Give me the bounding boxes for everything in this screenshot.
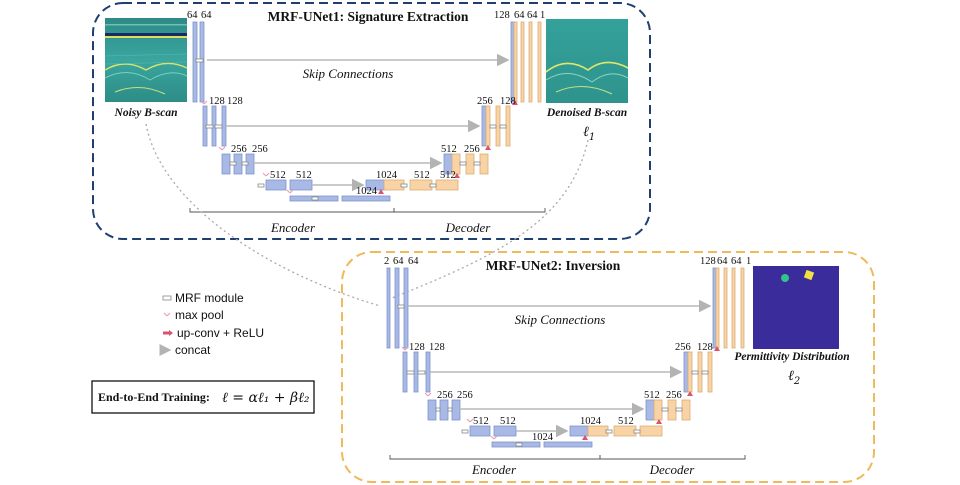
net1-title: MRF-UNet1: Signature Extraction bbox=[268, 9, 469, 24]
svg-text:256: 256 bbox=[457, 390, 473, 401]
denoised-bscan-caption: Denoised B-scan bbox=[546, 107, 627, 119]
svg-text:512: 512 bbox=[296, 170, 312, 181]
svg-text:256: 256 bbox=[231, 144, 247, 155]
svg-text:256: 256 bbox=[252, 144, 268, 155]
net2-braces bbox=[389, 455, 746, 460]
svg-text:128: 128 bbox=[209, 96, 225, 107]
svg-text:512: 512 bbox=[618, 416, 634, 427]
svg-text:64: 64 bbox=[717, 256, 728, 267]
svg-text:128: 128 bbox=[500, 96, 516, 107]
net1-braces bbox=[189, 208, 546, 213]
permittivity-caption: Permittivity Distribution bbox=[734, 351, 849, 363]
svg-text:512: 512 bbox=[441, 144, 457, 155]
noisy-bscan-caption: Noisy B-scan bbox=[114, 107, 178, 119]
svg-text:64: 64 bbox=[527, 10, 538, 21]
svg-text:512: 512 bbox=[500, 416, 516, 427]
svg-text:512: 512 bbox=[270, 170, 286, 181]
net1-skip-connections bbox=[207, 53, 510, 192]
net1-skip-label: Skip Connections bbox=[303, 66, 394, 81]
net1-decoder bbox=[365, 21, 542, 191]
svg-text:1024: 1024 bbox=[532, 432, 554, 443]
svg-text:MRF module: MRF module bbox=[175, 291, 244, 305]
svg-text:concat: concat bbox=[175, 343, 211, 357]
svg-text:64: 64 bbox=[731, 256, 742, 267]
svg-text:512: 512 bbox=[473, 416, 489, 427]
loss2-symbol: ℓ2 bbox=[788, 368, 800, 387]
net2-title: MRF-UNet2: Inversion bbox=[486, 258, 621, 273]
svg-text:128: 128 bbox=[227, 96, 243, 107]
net2-decoder bbox=[569, 267, 745, 437]
svg-text:1024: 1024 bbox=[376, 170, 398, 181]
svg-text:1: 1 bbox=[540, 10, 545, 21]
svg-text:max pool: max pool bbox=[175, 308, 224, 322]
svg-text:1: 1 bbox=[746, 256, 751, 267]
net2-skip-connections bbox=[408, 299, 712, 438]
permittivity-map bbox=[753, 266, 839, 349]
loss1-symbol: ℓ1 bbox=[583, 124, 595, 143]
svg-text:256: 256 bbox=[675, 342, 691, 353]
svg-text:512: 512 bbox=[644, 390, 660, 401]
svg-text:512: 512 bbox=[414, 170, 430, 181]
net2-channel-labels: 2 64 64 128 128 256 256 512 512 1024 102… bbox=[384, 256, 751, 443]
training-label: End-to-End Training: bbox=[98, 390, 210, 404]
svg-text:128: 128 bbox=[409, 342, 425, 353]
net2-container bbox=[341, 251, 875, 483]
training-formula: ℓ = αℓ₁ + βℓ₂ bbox=[222, 390, 310, 406]
net2-decoder-label: Decoder bbox=[649, 462, 696, 477]
svg-text:64: 64 bbox=[393, 256, 404, 267]
svg-text:2: 2 bbox=[384, 256, 389, 267]
net2-encoder bbox=[386, 267, 593, 448]
training-formula-box: End-to-End Training: ℓ = αℓ₁ + βℓ₂ bbox=[91, 380, 315, 414]
svg-text:256: 256 bbox=[666, 390, 682, 401]
net1-decoder-label: Decoder bbox=[445, 220, 492, 235]
svg-text:up-conv + ReLU: up-conv + ReLU bbox=[177, 326, 264, 340]
net2-skip-label: Skip Connections bbox=[515, 312, 606, 327]
net1-encoder bbox=[192, 21, 391, 202]
svg-text:512: 512 bbox=[440, 170, 456, 181]
legend-concat: concat bbox=[159, 343, 211, 357]
net2-operation-markers bbox=[397, 304, 720, 447]
svg-text:256: 256 bbox=[464, 144, 480, 155]
legend-mrf: MRF module bbox=[162, 291, 244, 305]
legend: MRF module max pool up-conv + ReLU conca… bbox=[159, 291, 264, 357]
svg-text:64: 64 bbox=[187, 10, 198, 21]
svg-text:128: 128 bbox=[697, 342, 713, 353]
legend-upconv: up-conv + ReLU bbox=[163, 326, 264, 340]
net1-container bbox=[92, 2, 651, 240]
svg-text:128: 128 bbox=[429, 342, 445, 353]
svg-text:64: 64 bbox=[408, 256, 419, 267]
svg-text:128: 128 bbox=[700, 256, 716, 267]
svg-text:1024: 1024 bbox=[356, 186, 378, 197]
net2-encoder-label: Encoder bbox=[471, 462, 517, 477]
net1-channel-labels: 64 64 128 128 256 256 512 512 1024 1024 … bbox=[187, 10, 545, 197]
svg-text:64: 64 bbox=[514, 10, 525, 21]
net1-encoder-label: Encoder bbox=[270, 220, 316, 235]
denoised-bscan-image bbox=[545, 19, 629, 103]
noisy-bscan-image bbox=[104, 18, 188, 102]
svg-text:256: 256 bbox=[477, 96, 493, 107]
svg-text:1024: 1024 bbox=[580, 416, 602, 427]
net1-operation-markers bbox=[195, 58, 518, 201]
svg-text:128: 128 bbox=[494, 10, 510, 21]
svg-text:64: 64 bbox=[201, 10, 212, 21]
inter-net-connectors bbox=[145, 123, 589, 307]
legend-pool: max pool bbox=[163, 308, 224, 322]
svg-text:256: 256 bbox=[437, 390, 453, 401]
